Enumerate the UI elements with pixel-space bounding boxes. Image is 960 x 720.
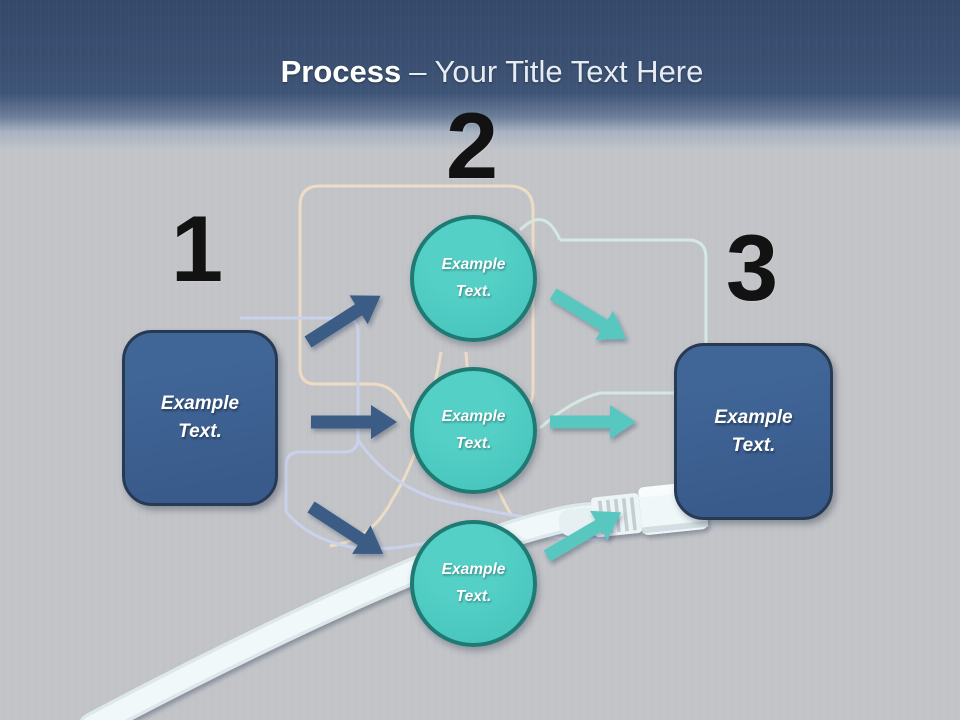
wire-lavender (240, 316, 360, 512)
dark-arrow-right-icon (311, 405, 397, 439)
slide-title-bold: Process (280, 54, 402, 89)
slide-title-rest: – Your Title Text Here (409, 54, 704, 89)
process-circle-1: Example Text. (410, 215, 537, 342)
teal-arrow-down-right-icon (544, 279, 636, 354)
slide-title: Process– Your Title Text Here (12, 53, 960, 91)
wire-mint (539, 391, 690, 430)
step-number-1: 1 (170, 196, 224, 301)
process-circle-3: Example Text. (410, 520, 537, 647)
process-box-right: Example Text. (674, 343, 833, 520)
header-band (0, 0, 960, 150)
process-circle-2: Example Text. (410, 367, 537, 494)
step-number-3: 3 (725, 215, 779, 320)
wire-mint (518, 218, 562, 241)
dark-arrow-down-right-icon (301, 492, 393, 569)
wire-mint (560, 238, 708, 470)
process-box-left: Example Text. (122, 330, 278, 506)
step-number-2: 2 (445, 93, 499, 198)
wire-peach (298, 367, 432, 453)
